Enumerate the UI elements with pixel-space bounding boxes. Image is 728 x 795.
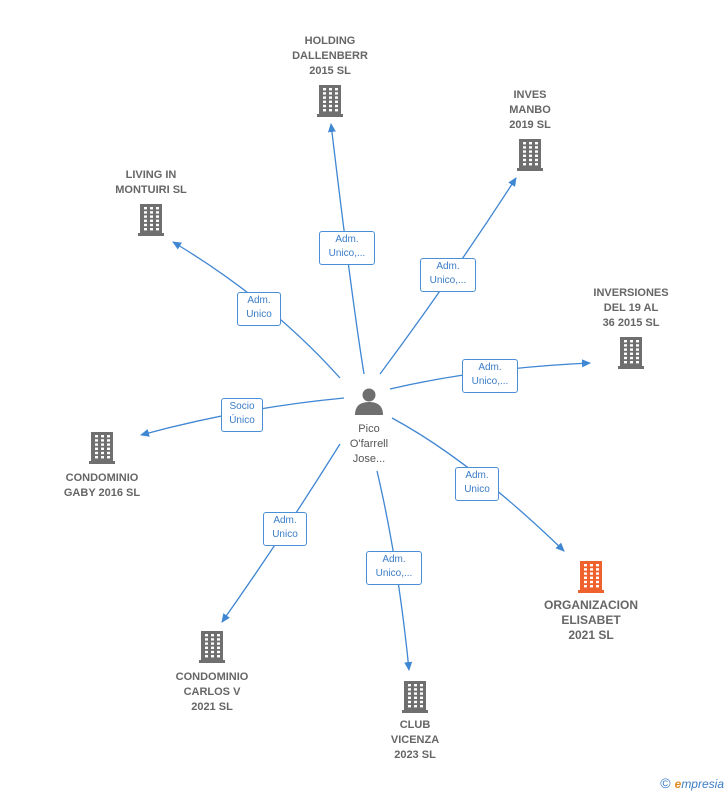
building-icon-condominio-carlos[interactable] <box>199 631 225 663</box>
edge-label-holding[interactable]: Adm. Unico,... <box>319 231 375 265</box>
node-label-condominio-gaby[interactable]: CONDOMINIO GABY 2016 SL <box>63 472 141 499</box>
building-icon-holding[interactable] <box>317 85 343 117</box>
brand-e: e <box>674 777 682 791</box>
node-label-living[interactable]: LIVING IN MONTUIRI SL <box>115 169 187 196</box>
node-label-holding[interactable]: HOLDING DALLENBERR 2015 SL <box>292 35 368 77</box>
building-icon-club[interactable] <box>402 681 428 713</box>
edge-label-organizacion[interactable]: Adm. Unico <box>455 467 499 501</box>
edge-label-inversiones[interactable]: Adm. Unico,... <box>462 359 518 393</box>
building-icon-inves[interactable] <box>517 139 543 171</box>
building-icon-inversiones[interactable] <box>618 337 644 369</box>
node-label-inves[interactable]: INVES MANBO 2019 SL <box>509 89 551 131</box>
edge-label-club[interactable]: Adm. Unico,... <box>366 551 422 585</box>
footer-brand: ©empresia <box>660 775 724 791</box>
edge-label-condominio-carlos[interactable]: Adm. Unico <box>263 512 307 546</box>
edge-label-inves[interactable]: Adm. Unico,... <box>420 258 476 292</box>
copyright-icon: © <box>660 775 671 791</box>
building-icon-organizacion[interactable] <box>578 561 604 593</box>
node-label-club[interactable]: CLUB VICENZA 2023 SL <box>390 719 440 761</box>
building-icon-living[interactable] <box>138 204 164 236</box>
brand-name: mpresia <box>681 777 724 791</box>
edge-label-living[interactable]: Adm. Unico <box>237 292 281 326</box>
node-label-inversiones[interactable]: INVERSIONES DEL 19 AL 36 2015 SL <box>593 287 669 329</box>
building-icon-condominio-gaby[interactable] <box>89 432 115 464</box>
center-person-label[interactable]: Pico O'farrell Jose... <box>349 423 389 465</box>
node-label-condominio-carlos[interactable]: CONDOMINIO CARLOS V 2021 SL <box>175 671 249 713</box>
edge-holding <box>327 123 365 375</box>
node-label-organizacion[interactable]: ORGANIZACION ELISABET 2021 SL <box>544 598 638 642</box>
person-icon[interactable] <box>355 388 383 416</box>
edge-label-condominio-gaby[interactable]: Socio Único <box>221 398 263 432</box>
